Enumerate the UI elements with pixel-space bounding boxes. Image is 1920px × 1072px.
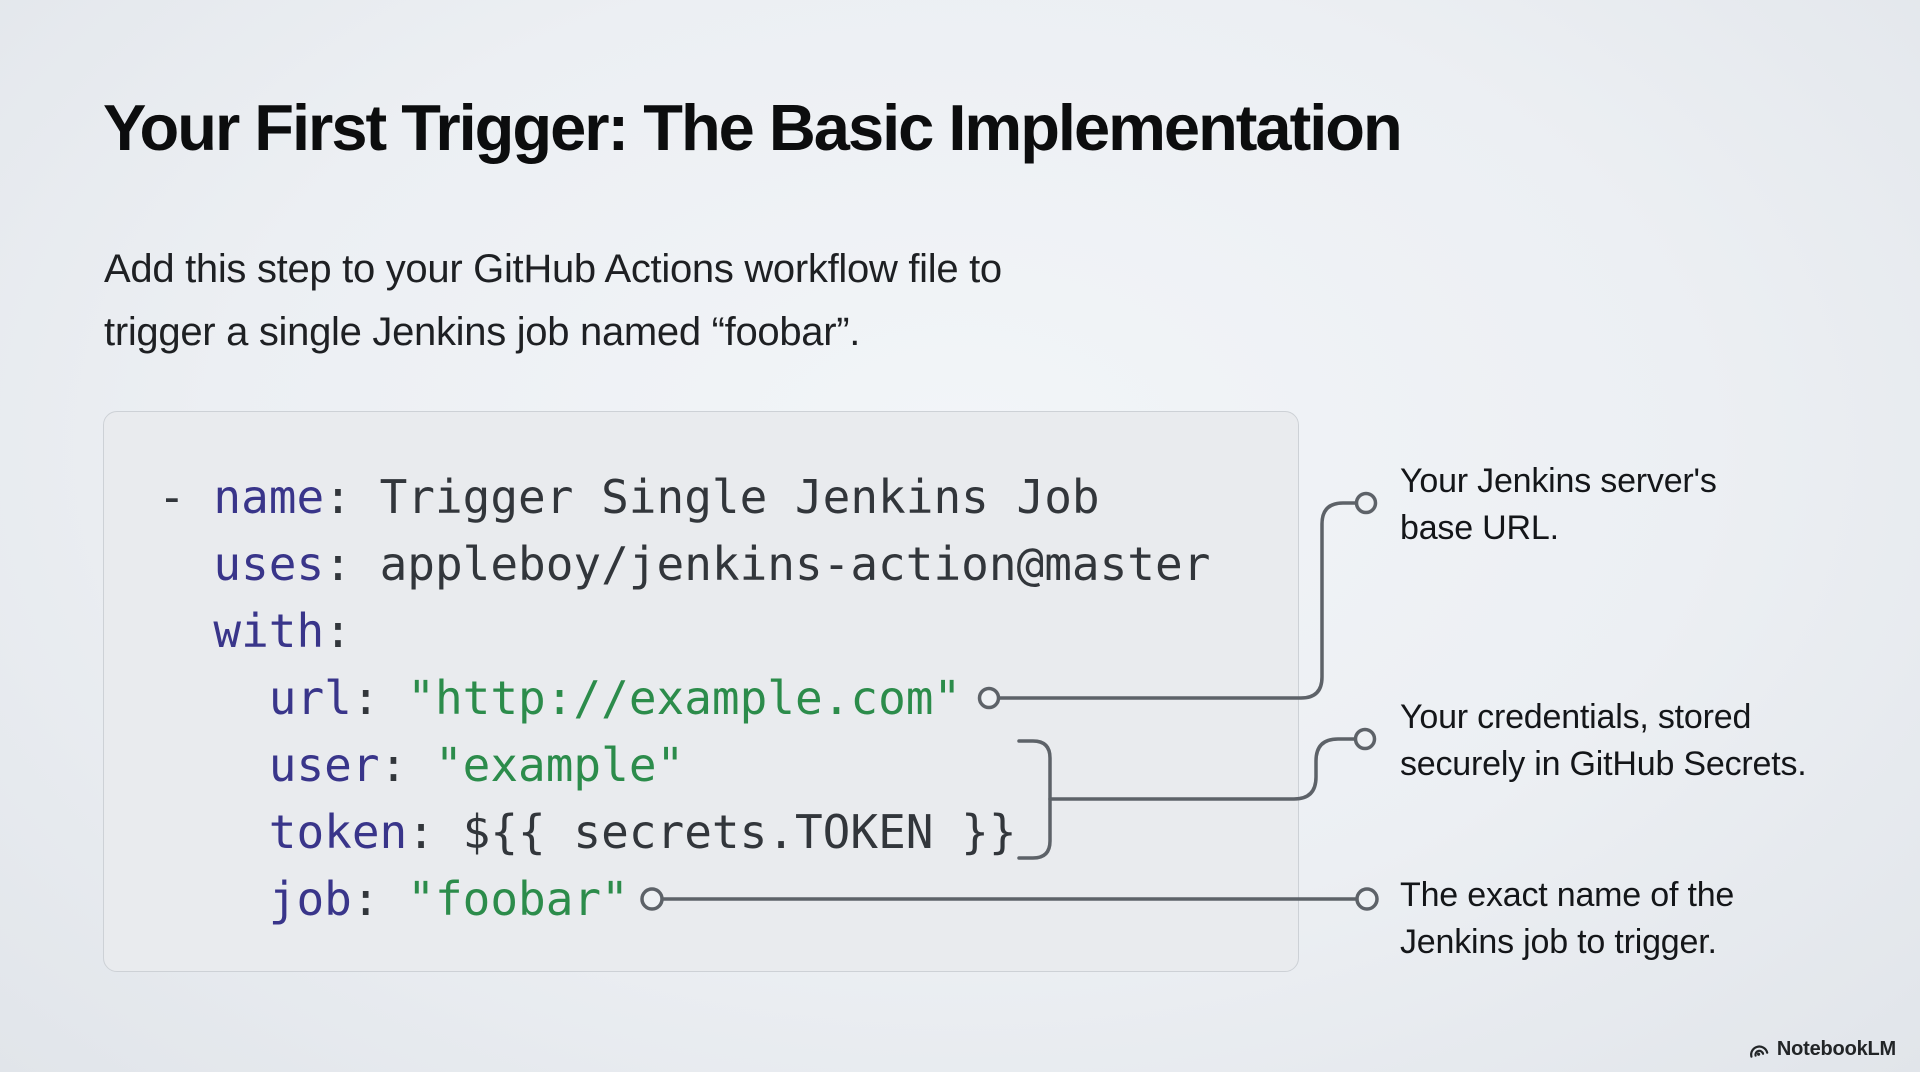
annotation-url: Your Jenkins server's base URL.: [1400, 458, 1800, 552]
annotation-line: The exact name of the: [1400, 876, 1735, 914]
code-line: - name: Trigger Single Jenkins Job: [158, 470, 1100, 524]
connector-endpoint-icon: [1354, 491, 1378, 515]
connector-endpoint-icon: [1355, 887, 1379, 911]
code-card: - name: Trigger Single Jenkins Job uses:…: [103, 411, 1299, 972]
code-line: uses: appleboy/jenkins-action@master: [213, 537, 1211, 591]
annotation-line: Jenkins job to trigger.: [1400, 923, 1717, 961]
connector-endpoint-icon: [1353, 727, 1377, 751]
annotation-credentials: Your credentials, stored securely in Git…: [1400, 694, 1900, 788]
slide-subtitle: Add this step to your GitHub Actions wor…: [104, 238, 1002, 364]
slide-title: Your First Trigger: The Basic Implementa…: [103, 91, 1403, 164]
code-line: token: ${{ secrets.TOKEN }}: [268, 805, 1017, 859]
code-line: with:: [213, 604, 352, 658]
notebooklm-branding: NotebookLM: [1747, 1038, 1896, 1061]
annotation-line: Your credentials, stored: [1400, 698, 1752, 736]
annotation-line: base URL.: [1400, 509, 1559, 547]
subtitle-line: trigger a single Jenkins job named “foob…: [104, 310, 861, 354]
annotation-job: The exact name of the Jenkins job to tri…: [1400, 872, 1820, 966]
annotation-line: Your Jenkins server's: [1400, 462, 1717, 500]
subtitle-line: Add this step to your GitHub Actions wor…: [104, 247, 1002, 291]
annotation-line: securely in GitHub Secrets.: [1400, 745, 1807, 783]
notebooklm-label: NotebookLM: [1776, 1038, 1896, 1060]
code-snippet: - name: Trigger Single Jenkins Job uses:…: [158, 464, 1210, 933]
code-line: user: "example": [268, 738, 685, 792]
notebooklm-icon: [1747, 1038, 1770, 1061]
code-line: url: "http://example.com": [268, 671, 962, 725]
code-line: job: "foobar": [268, 872, 629, 926]
